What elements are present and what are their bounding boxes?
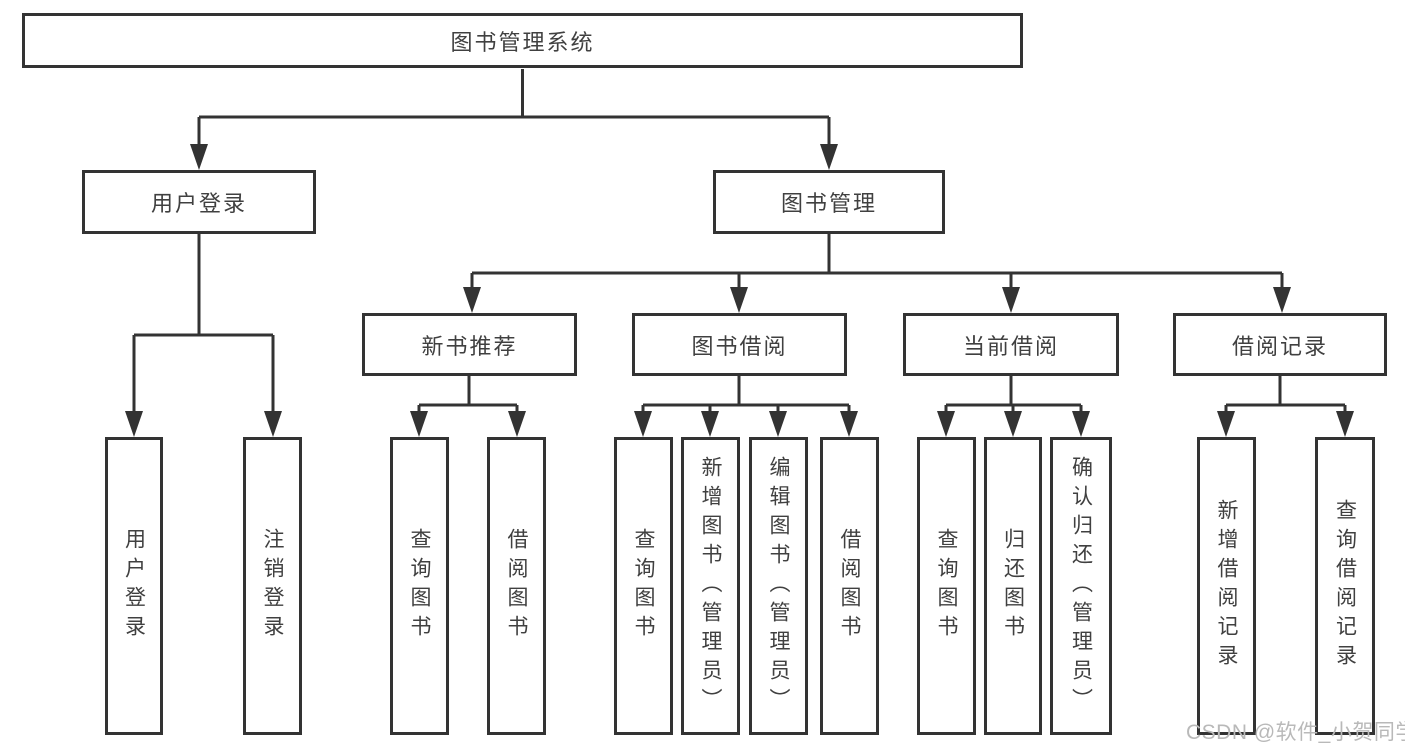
leaf-label: 编辑图书（管理员）	[767, 455, 790, 717]
leaf-add-borrow-record: 新增借阅记录	[1197, 437, 1256, 735]
leaf-label: 归还图书	[1001, 528, 1025, 644]
leaf-label: 新增图书（管理员）	[699, 455, 722, 717]
leaf-label: 用户登录	[122, 528, 146, 644]
node-user-login-module: 用户登录	[82, 170, 316, 234]
leaf-edit-books-admin: 编辑图书（管理员）	[749, 437, 808, 735]
node-book-borrowing: 图书借阅	[632, 313, 847, 376]
leaf-borrow-books-recommend: 借阅图书	[487, 437, 546, 735]
leaf-label: 查询图书	[935, 528, 958, 644]
leaf-label: 借阅图书	[838, 528, 861, 644]
leaf-label: 注销登录	[261, 528, 284, 644]
leaf-add-books-admin: 新增图书（管理员）	[681, 437, 740, 735]
leaf-label: 新增借阅记录	[1215, 499, 1238, 673]
leaf-query-books-current: 查询图书	[917, 437, 976, 735]
leaf-label: 借阅图书	[505, 528, 528, 644]
leaf-return-books: 归还图书	[984, 437, 1042, 735]
leaf-label: 查询借阅记录	[1333, 499, 1357, 673]
watermark: CSDN @软件_小贺同学	[1186, 721, 1405, 744]
node-borrowing-records: 借阅记录	[1173, 313, 1387, 376]
node-root-library-system: 图书管理系统	[22, 13, 1023, 68]
leaf-logout: 注销登录	[243, 437, 302, 735]
leaf-query-borrow-record: 查询借阅记录	[1315, 437, 1375, 735]
leaf-user-login: 用户登录	[105, 437, 163, 735]
node-current-borrowing: 当前借阅	[903, 313, 1119, 376]
leaf-label: 确认归还（管理员）	[1069, 455, 1093, 717]
leaf-query-books-recommend: 查询图书	[390, 437, 449, 735]
leaf-borrow-books: 借阅图书	[820, 437, 879, 735]
leaf-confirm-return-admin: 确认归还（管理员）	[1050, 437, 1112, 735]
node-new-book-recommendation: 新书推荐	[362, 313, 577, 376]
leaf-query-books-borrowing: 查询图书	[614, 437, 673, 735]
leaf-label: 查询图书	[408, 528, 431, 644]
node-book-management-module: 图书管理	[713, 170, 945, 234]
leaf-label: 查询图书	[632, 528, 655, 644]
